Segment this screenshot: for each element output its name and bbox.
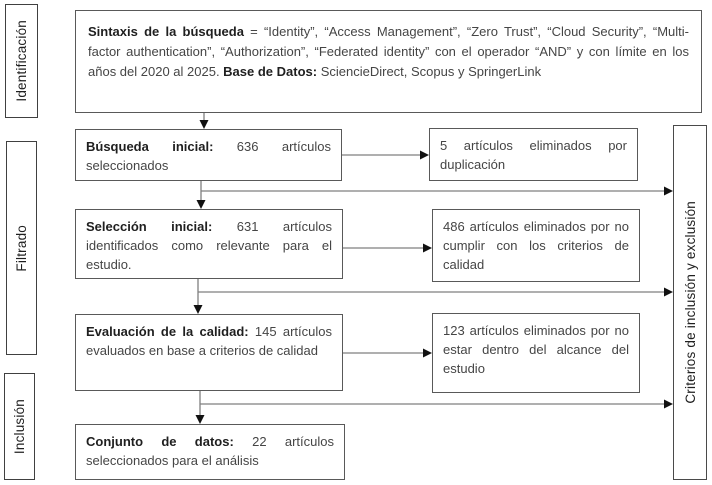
syntax-box: Sintaxis de la búsqueda = “Identity”, “A… <box>75 10 702 113</box>
stage-rail-filtrado-label: Filtrado <box>14 224 29 272</box>
dataset-lead: Conjunto de datos: <box>86 434 234 449</box>
syntax-box-body: = “Identity”, “Access Management”, “Zero… <box>88 24 689 79</box>
criteria-rail-label: Criterios de inclusión y exclusión <box>682 201 698 404</box>
scope-excluded-box: 123 artículos eliminados por no estar de… <box>432 313 640 393</box>
initial-search-rest: 636 artículos seleccionados <box>86 139 331 173</box>
initial-search-lead: Búsqueda inicial: <box>86 139 214 154</box>
initial-selection-box: Selección inicial: 631 artículos identif… <box>75 209 343 279</box>
initial-selection-lead: Selección inicial: <box>86 219 213 234</box>
quality-excluded-text: 486 artículos eliminados por no cumplir … <box>443 219 629 272</box>
syntax-box-database-rest: SciencieDirect, Scopus y SpringerLink <box>317 64 542 79</box>
duplicates-removed-text: 5 artículos eliminados por duplicación <box>440 138 627 172</box>
initial-search-box: Búsqueda inicial: 636 artículos seleccio… <box>75 129 342 181</box>
quality-evaluation-rest: 145 artículos evaluados en base a criter… <box>86 324 332 358</box>
scope-excluded-text: 123 artículos eliminados por no estar de… <box>443 323 629 376</box>
quality-evaluation-box: Evaluación de la calidad: 145 artículos … <box>75 314 343 391</box>
quality-excluded-box: 486 artículos eliminados por no cumplir … <box>432 209 640 282</box>
duplicates-removed-box: 5 artículos eliminados por duplicación <box>429 128 638 181</box>
initial-selection-rest: 631 artículos identificados como relevan… <box>86 219 332 272</box>
stage-rail-filtrado: Filtrado <box>6 141 37 355</box>
stage-rail-inclusion-label: Inclusión <box>12 398 27 455</box>
stage-rail-identificacion: Identificación <box>5 4 38 118</box>
syntax-box-database-lead: Base de Datos: <box>223 64 318 79</box>
syntax-box-lead: Sintaxis de la búsqueda <box>88 24 244 39</box>
dataset-box: Conjunto de datos: 22 artículos seleccio… <box>75 424 345 480</box>
stage-rail-inclusion: Inclusión <box>4 373 35 480</box>
criteria-rail: Criterios de inclusión y exclusión <box>673 125 707 480</box>
stage-rail-identificacion-label: Identificación <box>14 20 29 102</box>
dataset-rest: 22 artículos seleccionados para el análi… <box>86 434 334 468</box>
quality-evaluation-lead: Evaluación de la calidad: <box>86 324 249 339</box>
